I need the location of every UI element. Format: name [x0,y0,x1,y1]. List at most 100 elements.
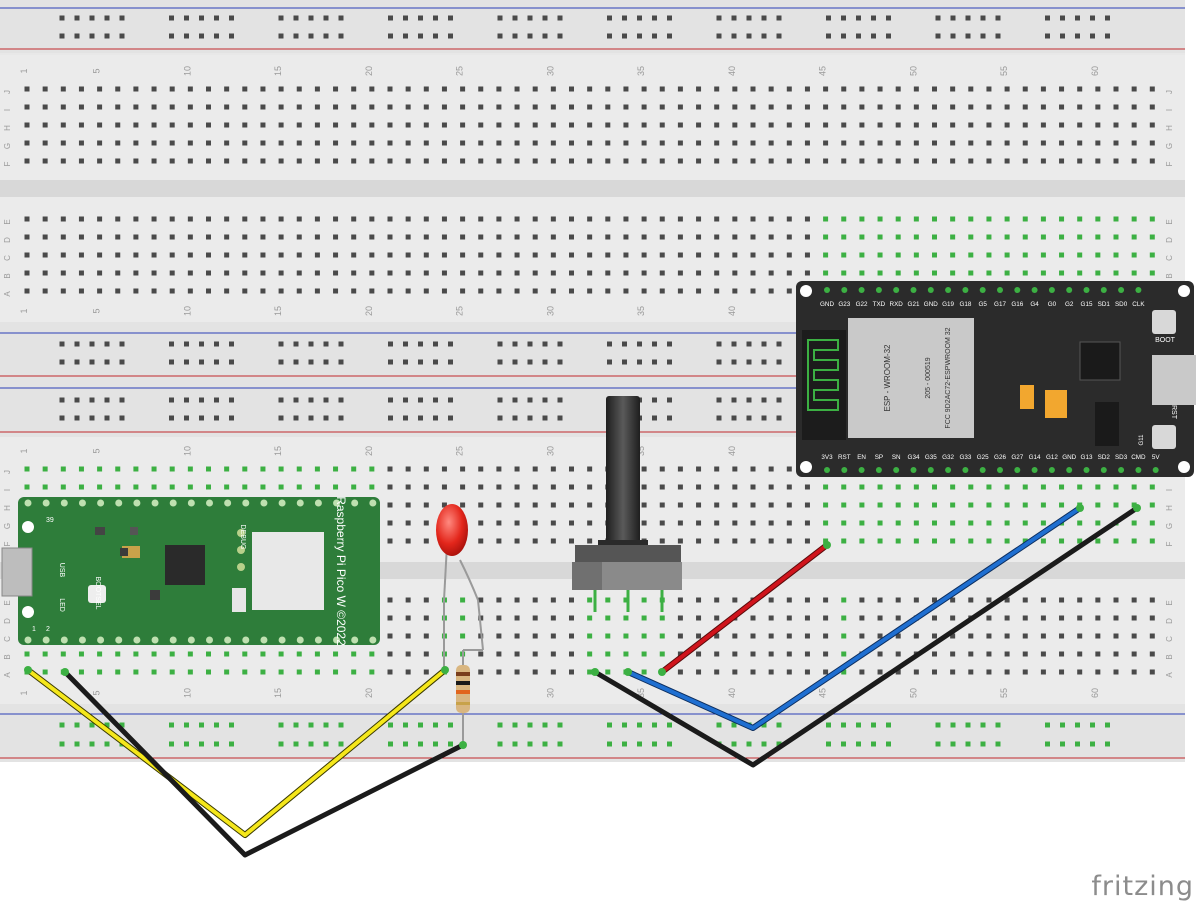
rail-hole [1075,33,1080,39]
breadboard-hole [532,466,538,472]
rail-hole [667,415,672,421]
pico-board-label: Raspberry Pi Pico W ©2022 [334,496,348,646]
breadboard-hole [569,252,574,258]
breadboard-hole [333,216,339,222]
wireless-module [252,532,324,610]
breadboard-hole [260,234,266,240]
rail-hole [214,415,219,421]
breadboard-hole [133,669,139,675]
breadboard-hole [514,633,520,639]
breadboard-hole [496,597,502,603]
column-number: 40 [727,688,737,698]
rail-hole [448,722,453,728]
breadboard-hole [278,466,284,472]
breadboard-hole [968,633,974,639]
breadboard-hole [1077,86,1083,92]
rail-hole [776,722,782,728]
breadboard-hole [206,484,211,490]
breadboard-hole [605,651,611,657]
breadboard-hole [605,86,611,92]
rail-hole [229,33,234,39]
breadboard-hole [732,252,738,258]
rail-hole [229,741,234,747]
esp32-pin-label: G2 [1065,301,1074,308]
breadboard-hole [260,651,266,657]
column-number: 35 [636,446,646,456]
column-number: 20 [364,306,374,316]
breadboard-hole [1059,651,1065,657]
wire-black-esp [593,505,1139,768]
module-name: ESP - WROOM-32 [883,344,892,412]
breadboard-hole [169,466,175,472]
breadboard-hole [78,651,84,657]
breadboard-hole [986,86,992,92]
esp32-pin [824,287,830,293]
rail-hole [199,722,204,728]
breadboard-hole [42,651,48,657]
rail-hole [716,722,722,728]
breadboard-hole [786,288,792,294]
breadboard-hole [569,158,574,164]
breadboard-hole [1113,502,1119,508]
breadboard-hole [78,216,84,222]
row-letter: A [3,672,12,678]
breadboard-hole [804,484,810,490]
breadboard-hole [786,538,792,544]
breadboard-hole [478,466,484,472]
esp32-pin-label: G14 [1029,454,1041,461]
breadboard-hole [569,538,574,544]
pcb-antenna [807,339,839,411]
rail-hole [527,397,533,403]
rail-hole [995,722,1001,728]
breadboard-hole [587,252,593,258]
rail-hole [278,33,284,39]
rail-hole [74,359,80,365]
breadboard-hole [714,538,720,544]
capacitor [1045,390,1067,418]
breadboard-hole [569,270,574,276]
rail-hole [323,15,329,21]
breadboard-hole [1040,140,1046,146]
breadboard-hole [97,158,103,164]
breadboard-hole [224,484,230,490]
breadboard-hole [750,633,756,639]
breadboard-hole [496,633,502,639]
breadboard-hole [532,158,538,164]
breadboard-hole [151,288,157,294]
breadboard-hole [532,633,538,639]
breadboard-hole [496,615,502,621]
pin-1-label: 1 [32,626,36,633]
breadboard-hole [732,158,738,164]
row-letter: B [3,654,12,659]
breadboard-hole [569,615,574,621]
breadboard-hole [133,466,139,472]
breadboard-hole [587,270,593,276]
rail-hole [995,33,1001,39]
rail-hole [731,397,737,403]
breadboard-hole [496,520,502,526]
breadboard-hole [351,158,357,164]
breadboard-hole [587,466,593,472]
breadboard-hole [1004,140,1010,146]
pico-pin [260,636,268,644]
pico-pin [278,636,286,644]
breadboard-hole [314,651,320,657]
esp32-pin-label: GND [924,301,938,308]
rail-hole [497,359,503,365]
column-number: 60 [1090,66,1100,76]
breadboard-hole [1113,86,1119,92]
breadboard-hole [1040,484,1046,490]
rail-hole [497,741,503,747]
breadboard-hole [569,288,574,294]
rail-hole [1090,741,1095,747]
rail-hole [871,15,876,21]
rail-hole [746,397,752,403]
breadboard-hole [187,86,193,92]
breadboard-hole [786,234,792,240]
breadboard-hole [877,520,883,526]
breadboard-hole [405,270,411,276]
esp32-pin [997,287,1003,293]
rail-hole [667,33,672,39]
breadboard-hole [1131,484,1137,490]
breadboard-hole [696,520,702,526]
